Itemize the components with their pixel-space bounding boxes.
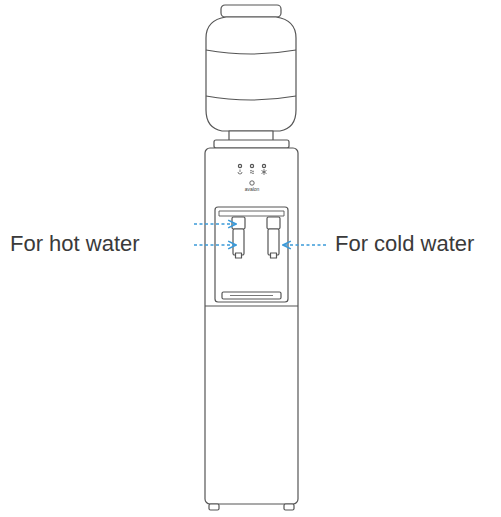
bottle-collar — [214, 140, 289, 148]
hot-tap-nozzle — [236, 253, 242, 258]
foot — [209, 504, 219, 510]
power-icon — [238, 170, 242, 175]
dispensing-recess — [215, 207, 288, 302]
indicator-light — [262, 164, 265, 167]
bottle-cap — [221, 5, 281, 17]
bottle-ring — [206, 50, 296, 54]
cold-tap-lever — [267, 217, 280, 229]
panel-seam — [205, 305, 298, 306]
water-bottle — [206, 17, 296, 131]
hot-tap-lever — [232, 217, 245, 229]
cold-tap-nozzle — [271, 253, 277, 258]
foot — [284, 504, 294, 510]
cold-icon — [262, 169, 267, 175]
drip-tray — [222, 292, 281, 299]
callout-label: For hot water — [10, 233, 140, 255]
cold-tap — [268, 229, 279, 255]
indicator-light — [250, 164, 253, 167]
logo-mark — [250, 181, 254, 185]
hot-icon — [250, 171, 254, 174]
leader-arrow — [194, 223, 236, 224]
leader-arrow — [194, 244, 236, 245]
cabinet — [205, 148, 298, 504]
drip-tray-grill — [230, 295, 273, 296]
leader-arrow — [283, 244, 326, 245]
indicator-light — [238, 164, 241, 167]
callout-label: For cold water — [335, 233, 474, 255]
bottle-ring — [206, 96, 296, 100]
recess-top — [219, 211, 284, 216]
brand-logo: avalon — [245, 187, 260, 192]
hot-tap — [233, 229, 244, 255]
